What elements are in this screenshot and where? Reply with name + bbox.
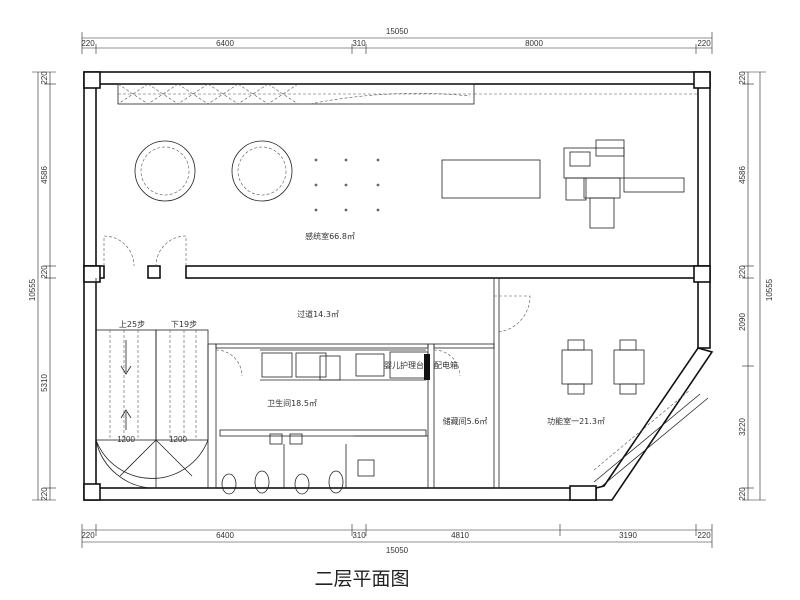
left-seg-4: 5310 [40, 374, 49, 392]
electrical-box-mark [424, 354, 430, 380]
right-seg-1: 220 [738, 71, 747, 85]
top-dimension-chain: 15050 220 6400 310 8000 220 [81, 27, 713, 54]
table-left [561, 349, 593, 385]
bottom-wall [83, 487, 597, 501]
left-total-dim: 10555 [28, 278, 37, 301]
right-seg-4: 2090 [738, 313, 747, 331]
ball-pit-right [231, 140, 293, 202]
left-seg-3: 220 [40, 265, 49, 279]
electrical-box-label: 配电箱 [434, 360, 458, 370]
bottom-seg-4: 4810 [451, 531, 469, 540]
right-seg-3: 220 [738, 265, 747, 279]
top-windows [117, 83, 698, 105]
exterior-walls [83, 71, 714, 501]
room-label-sensory: 感统室66.8㎡ [305, 231, 355, 241]
top-seg-3: 310 [352, 39, 366, 48]
bottom-seg-3: 310 [352, 531, 366, 540]
right-wall-upper [697, 83, 711, 267]
stair-down-label: 下19步 [171, 320, 197, 329]
sensory-doors [103, 235, 187, 267]
stair-width-left: 1200 [117, 435, 135, 444]
floor-dot-grid [314, 158, 380, 212]
left-dimension-chain: 10555 220 4586 220 5310 220 [28, 71, 56, 501]
left-seg-2: 4586 [40, 166, 49, 184]
right-seg-5: 3220 [738, 418, 747, 436]
middle-wall-right [185, 265, 711, 279]
column-door-jamb [147, 265, 161, 279]
baby-care-label: 婴儿护理台 [384, 360, 424, 370]
interior-partitions: 婴儿护理台 配电箱 过道14.3㎡ 卫生间18.5㎡ 储藏间5.6㎡ [207, 277, 531, 495]
bottom-dimension-chain: 220 6400 310 4810 3190 220 15050 [81, 524, 713, 555]
top-seg-1: 220 [81, 39, 95, 48]
angled-wall [595, 347, 714, 501]
stair-up-label: 上25步 [119, 320, 145, 329]
balance-mat [441, 159, 541, 199]
room-label-corridor: 过道14.3㎡ [297, 309, 339, 319]
right-seg-2: 4586 [738, 166, 747, 184]
top-seg-5: 220 [697, 39, 711, 48]
column-mid-right [693, 265, 711, 283]
sensory-room-furniture: 感统室66.8㎡ [134, 139, 685, 241]
column-mid-left [83, 265, 101, 283]
room-label-function: 功能室一21.3㎡ [547, 416, 605, 426]
column-bottom-left [83, 483, 101, 501]
left-seg-5: 220 [40, 487, 49, 501]
bottom-seg-5: 3190 [619, 531, 637, 540]
slide-climber [563, 139, 685, 229]
top-wall [83, 71, 711, 85]
stair-width-right: 1200 [169, 435, 187, 444]
column-bottom-right [569, 485, 597, 501]
left-wall-lower [83, 277, 97, 489]
right-seg-6: 220 [738, 487, 747, 501]
right-total-dim: 10555 [765, 278, 774, 301]
top-seg-2: 6400 [216, 39, 234, 48]
ball-pit-left [134, 140, 196, 202]
function-room: 功能室一21.3㎡ [547, 339, 709, 487]
top-total-dim: 15050 [386, 27, 409, 36]
right-wall-lower [697, 277, 711, 349]
bottom-total-dim: 15050 [386, 546, 409, 555]
staircase: 上25步 下19步 1200 1200 [95, 278, 210, 489]
column-top-left [83, 71, 101, 89]
left-wall-upper [83, 83, 97, 267]
column-top-right [693, 71, 711, 89]
bottom-seg-2: 6400 [216, 531, 234, 540]
toilets [221, 470, 344, 495]
room-label-bathroom: 卫生间18.5㎡ [267, 398, 317, 408]
top-seg-4: 8000 [525, 39, 543, 48]
drawing-title: 二层平面图 [314, 568, 409, 590]
left-seg-1: 220 [40, 71, 49, 85]
room-label-storage: 储藏间5.6㎡ [443, 416, 488, 426]
right-dimension-chain: 220 4586 220 2090 3220 220 10555 [738, 71, 774, 501]
bottom-seg-1: 220 [81, 531, 95, 540]
bottom-seg-6: 220 [697, 531, 711, 540]
table-right [613, 349, 645, 385]
